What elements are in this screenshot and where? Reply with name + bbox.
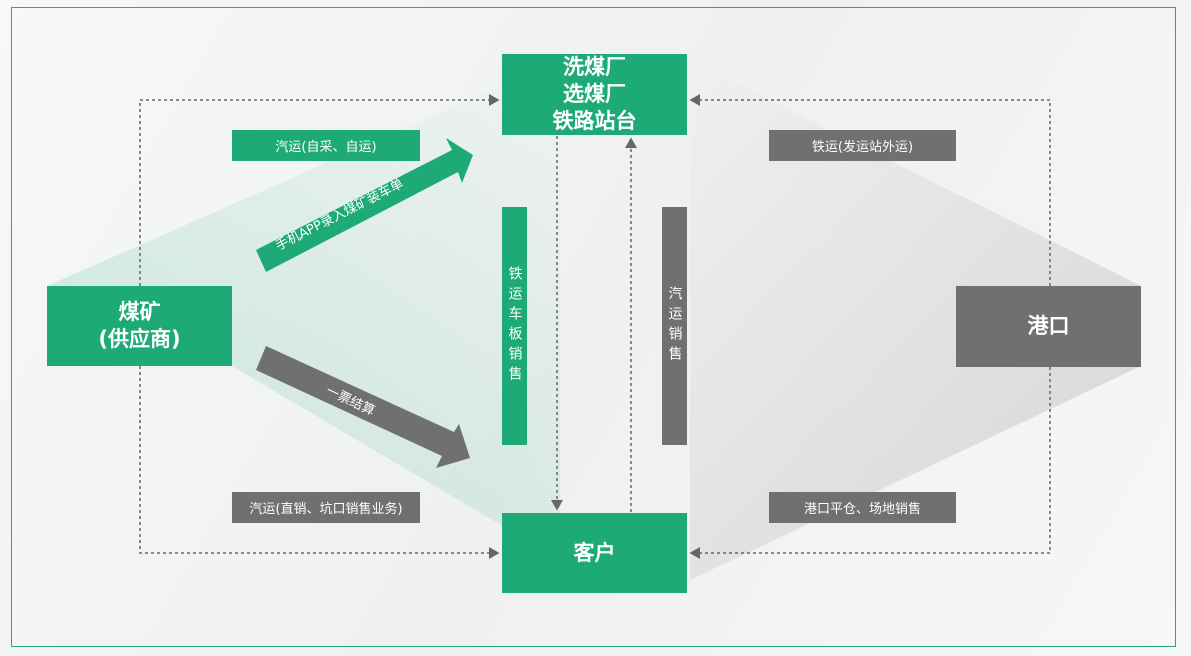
bar-rail-sales: 铁运车板销售 <box>502 207 527 445</box>
customer-node: 客户 <box>502 513 687 593</box>
label-text: 汽运销售 <box>666 286 683 366</box>
label-text: 铁运(发运站外运) <box>811 140 914 155</box>
label-truck-self: 汽运(自采、自运) <box>232 130 420 161</box>
node-line: 选煤厂 <box>563 82 626 106</box>
node-line: 洗煤厂 <box>563 55 626 79</box>
port-node: 港口 <box>956 286 1141 367</box>
label-text: 铁运车板销售 <box>506 266 523 386</box>
port-shade <box>690 60 1141 580</box>
node-line: (供应商) <box>98 327 181 351</box>
label-rail-out: 铁运(发运站外运) <box>769 130 956 161</box>
dash-mine-customer <box>139 366 500 559</box>
dash-port-customer <box>689 367 1051 559</box>
wash-plant-node: 洗煤厂 选煤厂 铁路站台 <box>502 54 687 135</box>
dash-port-plant <box>689 94 1051 286</box>
label-truck-direct: 汽运(直销、坑口销售业务) <box>232 492 420 523</box>
node-line: 煤矿 <box>118 300 161 324</box>
coal-mine-node: 煤矿 (供应商) <box>47 286 232 366</box>
label-port-sales: 港口平仓、场地销售 <box>769 492 956 523</box>
node-label: 客户 <box>573 540 616 565</box>
settlement-arrow <box>256 346 470 468</box>
app-entry-arrow <box>256 138 473 272</box>
label-text: 港口平仓、场地销售 <box>803 502 921 517</box>
frame-border <box>11 7 1176 647</box>
label-text: 汽运(直销、坑口销售业务) <box>249 502 403 517</box>
dash-mine-plant <box>139 94 500 286</box>
node-label: 港口 <box>1027 314 1070 338</box>
bar-truck-sales: 汽运销售 <box>662 207 687 445</box>
node-line: 铁路站台 <box>552 109 637 133</box>
label-text: 汽运(自采、自运) <box>275 140 377 155</box>
